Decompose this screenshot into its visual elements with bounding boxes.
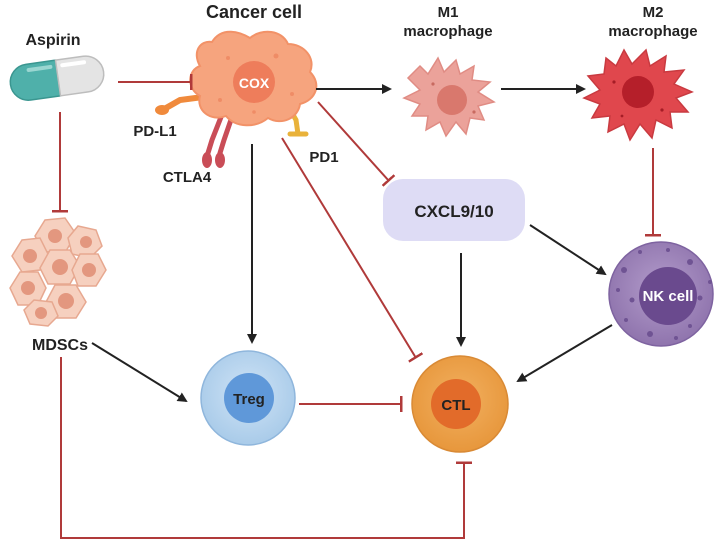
arrow-cxcl-to-nk xyxy=(529,224,607,276)
m2-macrophage-icon xyxy=(582,48,694,142)
ctl-label: CTL xyxy=(441,397,470,414)
treg-cell-icon xyxy=(200,350,296,446)
pdl1-receptor-icon xyxy=(155,94,206,115)
m1-macrophage-icon xyxy=(402,56,496,138)
pd1-label: PD1 xyxy=(309,149,338,166)
m2-label-line1: M2 xyxy=(643,4,664,21)
m2-label-line2: macrophage xyxy=(608,23,697,40)
inhibit-cancer-to-cxcl xyxy=(317,101,396,187)
ctla4-label: CTLA4 xyxy=(163,169,212,186)
cancer-cell-label: Cancer cell xyxy=(206,2,302,22)
pdl1-label: PD-L1 xyxy=(133,123,176,140)
inhibit-cancer-to-ctl xyxy=(281,137,424,363)
ctl-cell-icon xyxy=(411,355,509,453)
cxcl-box xyxy=(383,179,525,241)
arrow-nk-to-ctl xyxy=(516,324,613,383)
cox-label: COX xyxy=(239,75,270,91)
cxcl-label: CXCL9/10 xyxy=(414,202,493,221)
m1-label-line2: macrophage xyxy=(403,23,492,40)
mdsc-cluster-icon xyxy=(9,217,107,327)
arrow-mdscs-to-treg xyxy=(91,342,188,403)
nk-cell-label: NK cell xyxy=(643,288,694,305)
treg-label: Treg xyxy=(233,391,265,408)
m1-label-line1: M1 xyxy=(438,4,459,21)
nk-cell-icon xyxy=(608,241,714,347)
aspirin-pill-icon xyxy=(9,55,105,101)
inhibit-mdscs-to-ctl xyxy=(60,357,472,539)
mdscs-label: MDSCs xyxy=(32,337,88,354)
ctla4-receptor-icon xyxy=(202,109,236,168)
aspirin-label: Aspirin xyxy=(25,32,80,49)
